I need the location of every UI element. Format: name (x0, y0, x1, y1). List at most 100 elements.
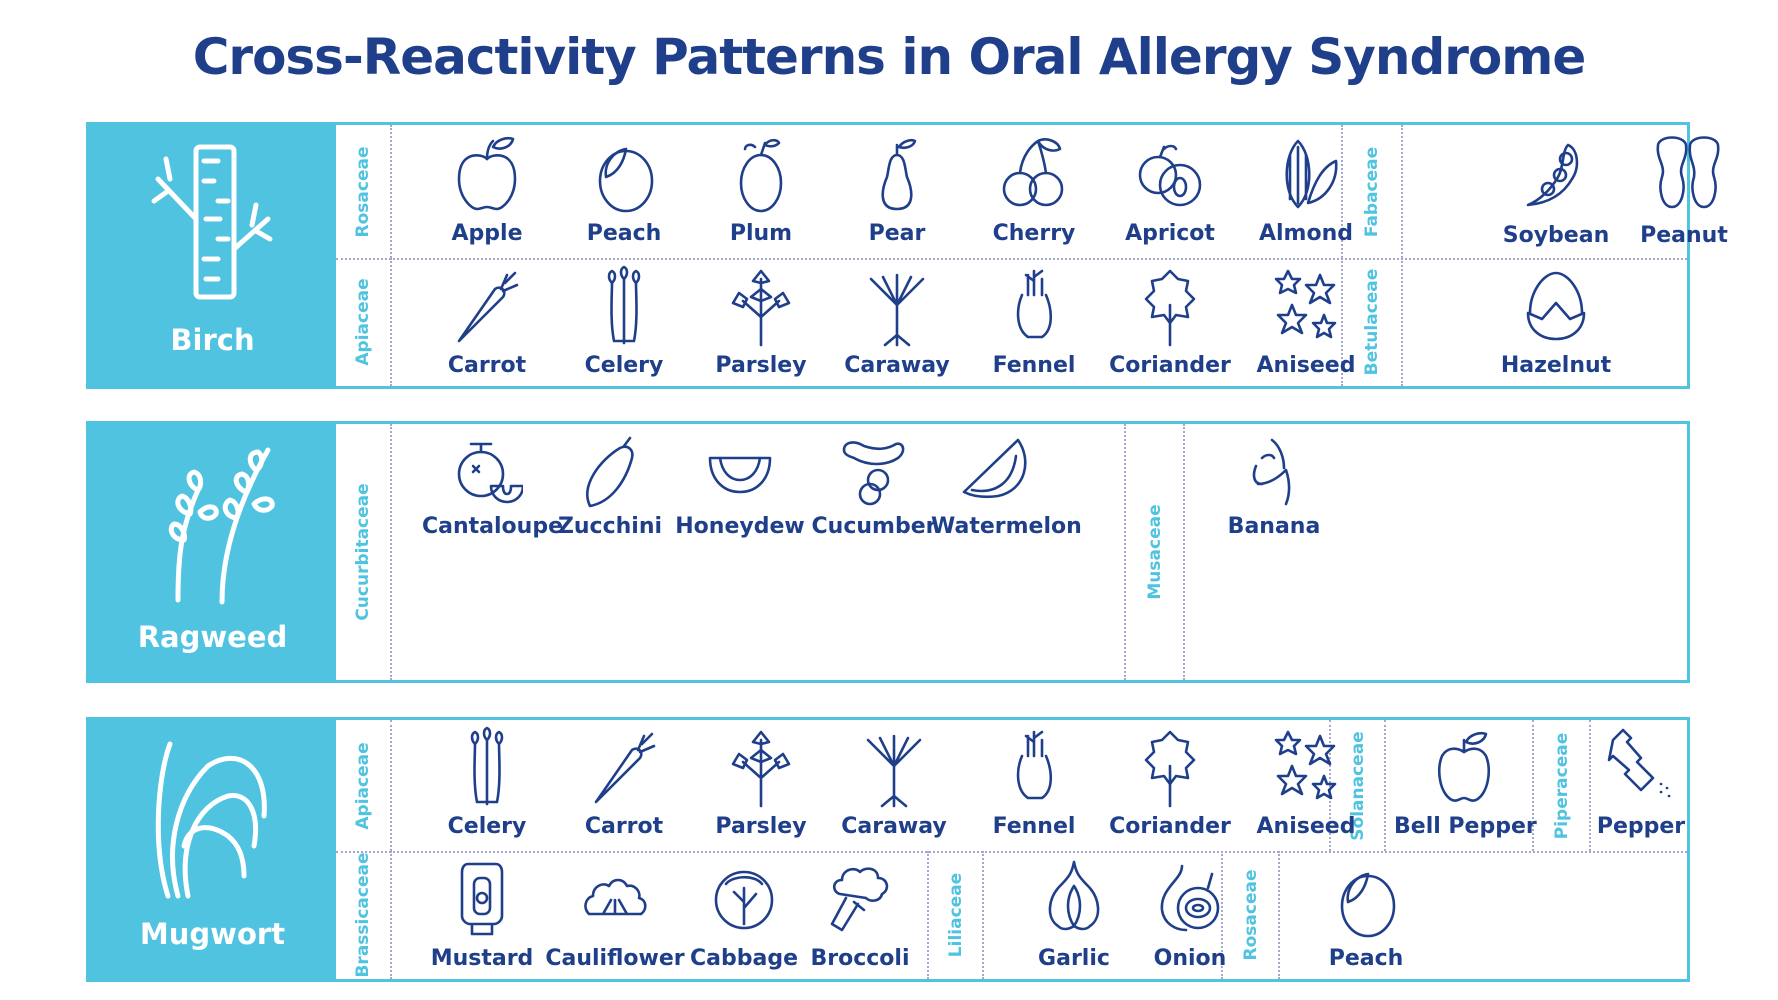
fennel-icon (1016, 730, 1053, 800)
parsley-icon (731, 269, 791, 347)
food-fennel: Fennel (969, 265, 1099, 378)
food-aniseed: Aniseed (1241, 265, 1371, 378)
mustard-bottle-icon (460, 862, 504, 936)
food-broccoli: Broccoli (795, 858, 925, 971)
celery-icon (470, 726, 504, 806)
family-label-piperaceae: Piperaceae (1532, 720, 1591, 851)
bell-pepper-icon (1438, 731, 1490, 802)
panel-mugwort: Mugwort Apiaceae Brassicaceae Solanaceae… (86, 717, 1690, 982)
parsley-icon (731, 730, 791, 808)
family-label-musaceae: Musaceae (1124, 424, 1185, 680)
panel-ragweed: Ragweed Cucurbitaceae Musaceae Cantaloup… (86, 421, 1690, 683)
food-aniseed: Aniseed (1241, 726, 1371, 839)
allergen-birch: Birch (89, 125, 336, 386)
zucchini-icon (586, 436, 634, 508)
food-parsley: Parsley (696, 726, 826, 839)
cabbage-icon (714, 870, 774, 930)
coriander-icon (1144, 269, 1196, 347)
food-watermelon: Watermelon (931, 436, 1082, 539)
carrot-icon (457, 271, 519, 343)
food-mustard: Mustard (417, 858, 547, 971)
coriander-icon (1144, 730, 1196, 808)
celery-icon (607, 265, 641, 345)
family-label-fabaceae: Fabaceae (1341, 125, 1403, 258)
food-cabbage: Cabbage (679, 858, 809, 971)
food-bell-pepper: Bell Pepper (1394, 726, 1537, 839)
food-onion: Onion (1125, 858, 1255, 971)
soybean-icon (1526, 143, 1579, 207)
food-cherry: Cherry (969, 133, 1099, 246)
fennel-icon (1016, 269, 1053, 339)
food-garlic: Garlic (1009, 858, 1139, 971)
page-title: Cross-Reactivity Patterns in Oral Allerg… (192, 28, 1587, 86)
food-pear: Pear (832, 133, 962, 246)
carrot-icon (594, 732, 656, 804)
cherry-icon (1002, 138, 1064, 207)
food-cantaloupe: Cantaloupe (422, 436, 563, 539)
allergen-mugwort: Mugwort (89, 720, 336, 979)
food-banana: Banana (1209, 436, 1339, 539)
ragweed-plant-icon (168, 447, 275, 605)
pear-icon (881, 138, 917, 211)
pepper-shaker-icon (1607, 728, 1671, 798)
almond-icon (1285, 139, 1338, 209)
birch-tree-icon (151, 144, 272, 300)
family-label-cucurbitaceae: Cucurbitaceae (336, 424, 392, 680)
plum-icon (739, 138, 783, 213)
peach-icon (1340, 872, 1396, 938)
food-cucumber: Cucumber (809, 436, 939, 539)
family-label-apiaceae: Apiaceae (336, 720, 392, 851)
family-label-brassicaceae: Brassicaceae (336, 851, 392, 979)
allergen-name: Mugwort (139, 917, 286, 951)
peach-icon (598, 147, 654, 213)
caraway-icon (869, 273, 925, 347)
apricot-icon (1138, 144, 1202, 207)
allergen-name: Ragweed (137, 620, 288, 654)
food-caraway: Caraway (829, 726, 959, 839)
panel-birch: Birch Rosaceae Apiaceae Fabaceae Betulac… (86, 122, 1728, 389)
food-apple: Apple (422, 133, 552, 246)
row-divider (336, 258, 1687, 260)
food-peach: Peach (1301, 858, 1431, 971)
allergen-ragweed: Ragweed (89, 424, 336, 680)
food-coriander: Coriander (1105, 265, 1235, 378)
food-almond: Almond (1241, 133, 1371, 246)
apple-icon (457, 136, 517, 211)
food-coriander: Coriander (1105, 726, 1235, 839)
food-celery: Celery (559, 265, 689, 378)
aniseed-icon (1274, 730, 1337, 800)
caraway-icon (866, 734, 922, 808)
food-honeydew: Honeydew (675, 436, 805, 539)
mugwort-plant-icon (155, 741, 267, 899)
family-label-betulaceae: Betulaceae (1341, 258, 1403, 386)
food-carrot: Carrot (559, 726, 689, 839)
food-soybean: Soybean (1491, 135, 1621, 248)
cantaloupe-icon (457, 442, 523, 504)
garlic-icon (1048, 860, 1100, 931)
family-label-liliaceae: Liliaceae (927, 851, 984, 979)
family-label-apiaceae: Apiaceae (336, 258, 392, 386)
food-apricot: Apricot (1105, 133, 1235, 246)
onion-icon (1160, 864, 1220, 932)
cucumber-icon (842, 441, 905, 506)
food-fennel: Fennel (969, 726, 1099, 839)
food-parsley: Parsley (696, 265, 826, 378)
allergen-name: Birch (170, 323, 255, 357)
family-label-solanaceae: Solanaceae (1329, 720, 1386, 851)
food-zucchini: Zucchini (545, 436, 675, 539)
family-label-rosaceae: Rosaceae (1221, 851, 1280, 979)
food-peach: Peach (559, 133, 689, 246)
honeydew-icon (708, 456, 772, 494)
food-plum: Plum (696, 133, 826, 246)
food-peanut: Peanut (1619, 135, 1749, 248)
food-cauliflower: Cauliflower (545, 858, 685, 971)
food-hazelnut: Hazelnut (1491, 265, 1621, 378)
hazelnut-icon (1526, 271, 1586, 341)
broccoli-icon (830, 867, 889, 932)
food-caraway: Caraway (832, 265, 962, 378)
aniseed-icon (1274, 269, 1337, 339)
watermelon-icon (962, 438, 1027, 499)
row-divider (336, 851, 1687, 853)
food-pepper: Pepper (1591, 726, 1691, 839)
food-celery: Celery (422, 726, 552, 839)
